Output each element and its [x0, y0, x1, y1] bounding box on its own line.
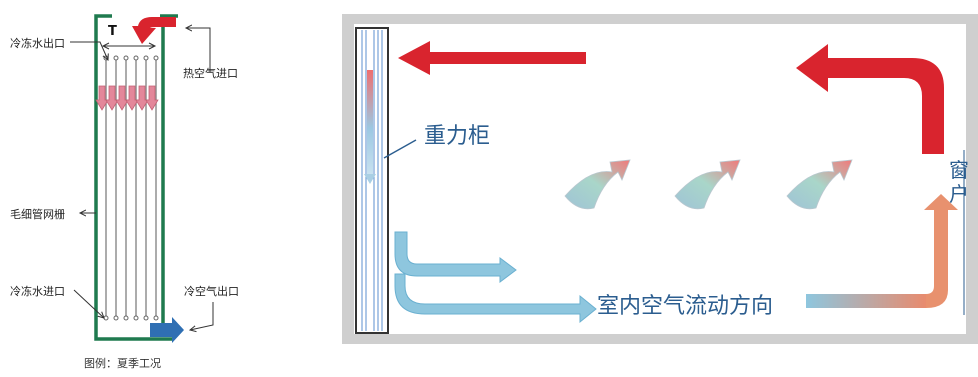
width-label: T: [108, 24, 117, 39]
cabinet-leader-line: [383, 139, 417, 159]
curl-arrow-2: [674, 159, 741, 210]
width-dimension-marker: [101, 42, 157, 50]
rising-air-curl-arrows: [564, 159, 853, 210]
capillary-tube-top-nodes: [103, 55, 159, 61]
top-return-air-arrow: [398, 41, 586, 75]
chilled-water-outlet-label: 冷冻水出口: [10, 37, 65, 50]
window-label: 窗 户: [949, 158, 969, 206]
airflow-direction-label: 室内空气流动方向: [597, 294, 774, 319]
left-leader-lines: [70, 28, 214, 330]
cold-air-outlet-label: 冷空气出口: [184, 285, 239, 298]
curl-arrow-3: [786, 159, 853, 210]
hot-air-inlet-label: 热空气进口: [183, 67, 238, 80]
legend-caption: 图例：夏季工况: [84, 357, 161, 370]
chilled-water-inlet-label: 冷冻水进口: [10, 285, 65, 298]
hot-air-inlet-arrow: [132, 17, 176, 44]
curl-arrow-1: [564, 159, 631, 210]
window-label-char-1: 窗: [949, 158, 969, 182]
room-walls: [342, 14, 978, 344]
cold-air-flow-arrows: [394, 231, 597, 324]
cooling-panel-frame: [94, 14, 178, 341]
window-label-char-2: 户: [949, 182, 969, 206]
capillary-tube-bottom-nodes: [103, 315, 159, 321]
window-hot-air-arrow: [796, 44, 944, 154]
capillary-grid-label: 毛细管网栅: [10, 208, 65, 221]
descending-air-arrows: [95, 85, 159, 111]
cold-air-outlet-arrow: [150, 317, 184, 343]
flow-to-window-arrow: [806, 194, 958, 308]
gravity-cabinet-label: 重力柜: [424, 124, 491, 149]
gravity-cabinet: [355, 27, 389, 334]
